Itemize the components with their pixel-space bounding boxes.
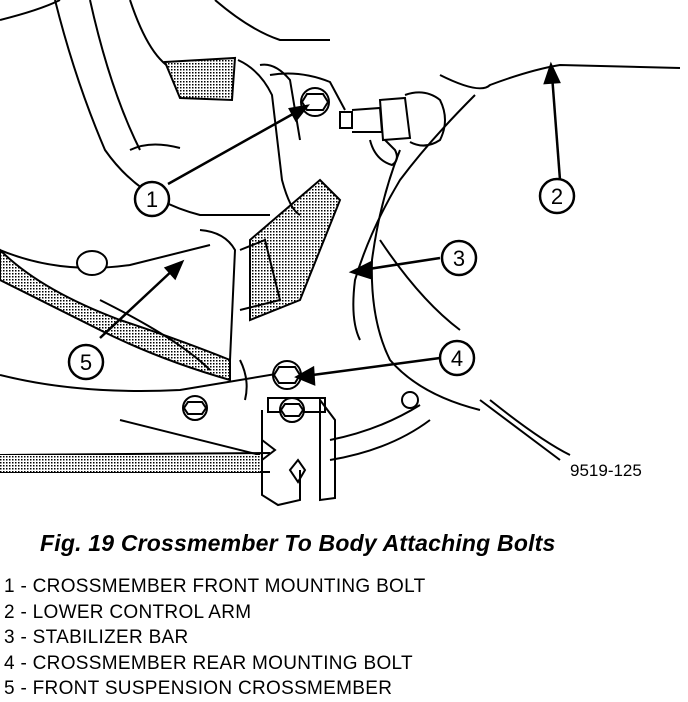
callout-2-label: 2 bbox=[551, 184, 563, 209]
bolt-arm-icon bbox=[401, 391, 419, 409]
bolt-clamp-icon bbox=[279, 397, 305, 423]
callout-4-label: 4 bbox=[451, 346, 463, 371]
legend-item: 4 - CROSSMEMBER REAR MOUNTING BOLT bbox=[4, 652, 413, 674]
callout-5-label: 5 bbox=[80, 350, 92, 375]
legend-item: 3 - STABILIZER BAR bbox=[4, 627, 189, 648]
parts-legend: 1 - CROSSMEMBER FRONT MOUNTING BOLT 2 - … bbox=[4, 574, 426, 702]
callout-1-label: 1 bbox=[146, 187, 158, 212]
bolt-lower-icon bbox=[182, 395, 208, 421]
bolt-rear-mount-icon bbox=[272, 360, 302, 390]
body-structure bbox=[0, 0, 681, 507]
callout-1: 1 bbox=[133, 180, 171, 218]
plug-hole-icon bbox=[76, 250, 108, 276]
leader-lines bbox=[99, 61, 562, 386]
legend-item: 1 - CROSSMEMBER FRONT MOUNTING BOLT bbox=[4, 576, 426, 597]
legend-item: 5 - FRONT SUSPENSION CROSSMEMBER bbox=[4, 678, 393, 699]
callout-3: 3 bbox=[440, 239, 478, 277]
callout-4: 4 bbox=[438, 339, 476, 377]
crossmember-diagram: 1 2 3 4 5 9519-125 bbox=[0, 0, 681, 507]
figure-caption: Fig. 19 Crossmember To Body Attaching Bo… bbox=[40, 530, 556, 556]
callout-3-label: 3 bbox=[453, 246, 465, 271]
legend-item: 2 - LOWER CONTROL ARM bbox=[4, 601, 252, 623]
figure-code: 9519-125 bbox=[570, 461, 642, 480]
callout-2: 2 bbox=[538, 177, 576, 215]
bolt-front-mount-icon bbox=[300, 87, 330, 117]
callout-5: 5 bbox=[67, 343, 105, 381]
